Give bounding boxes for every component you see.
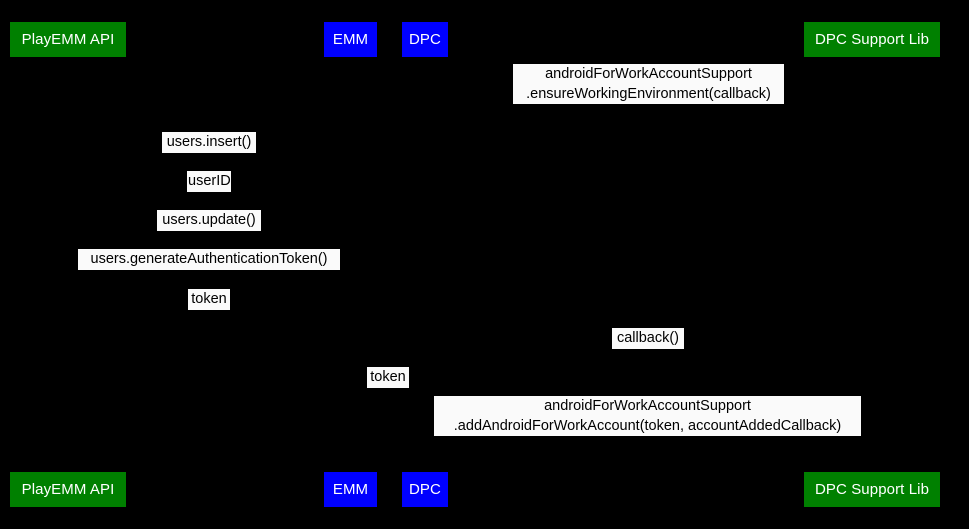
lifeline-dpc (425, 57, 426, 472)
message-arrow-users-generate-authentication-token (68, 272, 350, 273)
message-arrow-token-to-emm (68, 312, 350, 313)
message-label-users-insert: users.insert() (162, 132, 256, 153)
message-arrow-ensure-working-environment (425, 106, 872, 107)
lifeline-emm (350, 57, 351, 472)
message-label-ensure-working-environment: androidForWorkAccountSupport .ensureWork… (513, 64, 784, 104)
message-label-token-to-dpc: token (367, 367, 409, 388)
actor-label-dpc-support-lib: DPC Support Lib (814, 31, 930, 48)
message-label-add-android-for-work-account: androidForWorkAccountSupport .addAndroid… (434, 396, 861, 436)
actor-label-playemm-api: PlayEMM API (21, 31, 115, 48)
actor-box-bottom-dpc-support-lib[interactable]: DPC Support Lib (804, 472, 940, 507)
actor-label-emm: EMM (332, 31, 369, 48)
actor-box-top-dpc-support-lib[interactable]: DPC Support Lib (804, 22, 940, 57)
message-arrow-users-update (68, 233, 350, 234)
actor-label-bottom-dpc-support-lib: DPC Support Lib (814, 481, 930, 498)
lifeline-playemm-api (68, 57, 69, 472)
lifeline-dpc-support-lib (872, 57, 873, 472)
actor-box-bottom-playemm-api[interactable]: PlayEMM API (10, 472, 126, 507)
actor-box-bottom-dpc[interactable]: DPC (402, 472, 448, 507)
message-arrow-add-android-for-work-account (425, 438, 872, 439)
actor-box-top-dpc[interactable]: DPC (402, 22, 448, 57)
message-arrow-user-id (68, 194, 350, 195)
message-label-user-id: userID (187, 171, 231, 192)
actor-label-bottom-emm: EMM (332, 481, 369, 498)
message-label-users-update: users.update() (157, 210, 261, 231)
message-arrow-token-to-dpc (350, 390, 425, 391)
actor-box-bottom-emm[interactable]: EMM (324, 472, 377, 507)
message-label-callback: callback() (612, 328, 684, 349)
actor-box-top-playemm-api[interactable]: PlayEMM API (10, 22, 126, 57)
actor-box-top-emm[interactable]: EMM (324, 22, 377, 57)
message-label-token-to-emm: token (188, 289, 230, 310)
message-label-users-generate-authentication-token: users.generateAuthenticationToken() (78, 249, 340, 270)
actor-label-bottom-playemm-api: PlayEMM API (21, 481, 115, 498)
message-arrow-users-insert (68, 155, 350, 156)
message-arrow-callback (425, 351, 872, 352)
actor-label-bottom-dpc: DPC (409, 481, 441, 498)
actor-label-dpc: DPC (409, 31, 441, 48)
